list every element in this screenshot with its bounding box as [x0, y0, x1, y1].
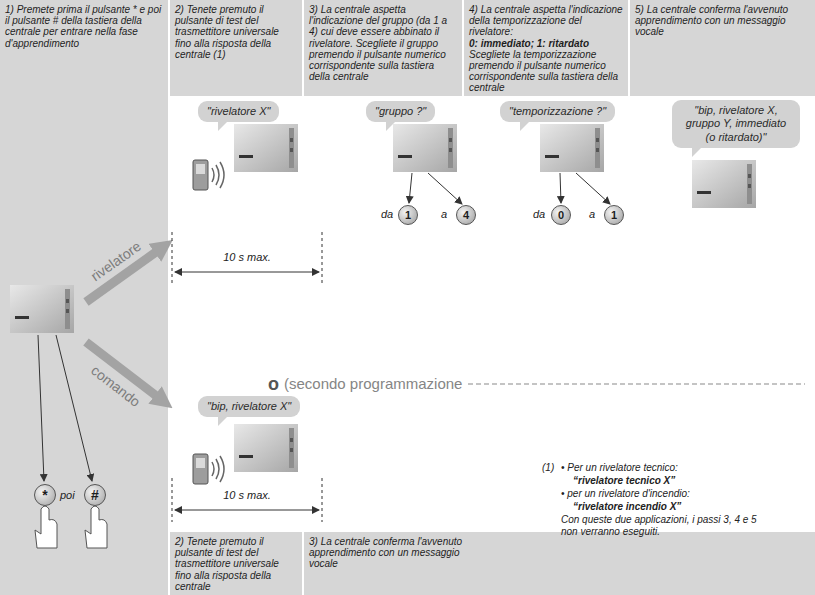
pointer-arrow — [576, 173, 610, 204]
time-limit: 10 s max. — [223, 489, 271, 501]
speech-bubble: "temporizzazione ?" — [500, 101, 615, 122]
step-text: 0: immediato; 1: ritardato — [469, 38, 623, 49]
voice-message: "temporizzazione ?" — [509, 105, 606, 118]
footnote-number: (1) — [542, 462, 554, 474]
keypad-key: * — [34, 484, 56, 506]
range-word: da — [381, 208, 393, 220]
step-text: 2) Tenete premuto il pulsante di test de… — [175, 4, 297, 60]
hand-icon — [85, 506, 107, 548]
branch-label: comando — [88, 362, 143, 410]
footnote-text: • Per un rivelatore tecnico: — [561, 462, 678, 474]
digit-label: 0 — [552, 206, 570, 224]
option-note: (secondo programmazione — [284, 375, 462, 392]
pointer-arrow — [38, 335, 44, 481]
digit-key: 4 — [456, 205, 476, 225]
pointer-arrow — [560, 173, 561, 203]
step-panel: 5) La centrale conferma l'avvenuto appre… — [630, 0, 815, 96]
range-word: a — [441, 208, 447, 220]
step-text: 3) La centrale aspetta l'indicazione del… — [309, 4, 457, 82]
time-arrow — [175, 272, 319, 273]
digit-key: 1 — [604, 205, 624, 225]
step-panel: 2) Tenete premuto il pulsante di test de… — [170, 0, 302, 96]
step-text: 4) La centrale aspetta l'indicazione del… — [469, 4, 623, 38]
time-arrow — [175, 510, 319, 511]
speech-bubble: "bip, rivelatore X" — [198, 396, 300, 417]
step-panel: 3) La centrale aspetta l'indicazione del… — [304, 0, 462, 96]
step-panel: 4) La centrale aspetta l'indicazione del… — [464, 0, 628, 96]
digit-key: 0 — [551, 205, 571, 225]
step-panel: 2) Tenete premuto il pulsante di test de… — [170, 532, 302, 595]
pointer-arrow — [428, 173, 462, 204]
step-text: 1) Premete prima il pulsante * e poi il … — [5, 4, 163, 49]
sequence-word: poi — [60, 489, 75, 501]
branch-label: rivelatore — [88, 238, 144, 284]
step-panel: 1) Premete prima il pulsante * e poi il … — [0, 0, 168, 96]
step-text: 3) La centrale conferma l'avvenuto appre… — [309, 536, 481, 570]
control-unit — [393, 124, 457, 172]
step-text: 5) La centrale conferma l'avvenuto appre… — [635, 4, 810, 38]
control-unit — [540, 124, 604, 172]
footnote-text: • per un rivelatore d'incendio: — [561, 488, 690, 500]
digit-label: 4 — [457, 206, 475, 224]
control-unit — [10, 285, 74, 333]
range-word: a — [589, 208, 595, 220]
voice-message: "bip, rivelatore X" — [207, 400, 291, 413]
digit-label: 1 — [605, 206, 623, 224]
footnote-text: “rivelatore tecnico X” — [573, 475, 675, 486]
key-symbol: # — [85, 485, 105, 505]
divider-line — [468, 383, 805, 384]
hand-icon — [35, 506, 57, 548]
digit-label: 1 — [399, 206, 417, 224]
pointer-arrow — [409, 173, 412, 203]
transmitter-icon — [193, 160, 224, 190]
time-bracket — [172, 232, 173, 285]
step-text: 2) Tenete premuto il pulsante di test de… — [175, 536, 297, 592]
option-letter: o — [268, 374, 279, 395]
digit-key: 1 — [398, 205, 418, 225]
transmitter-icon — [193, 454, 224, 484]
speech-bubble: "rivelatore X" — [198, 101, 279, 122]
speech-bubble: "bip, rivelatore X, gruppo Y, immediato … — [672, 100, 800, 148]
keypad-key: # — [84, 484, 106, 506]
control-unit — [234, 124, 298, 172]
footnote-text: Con queste due applicazioni, i passi 3, … — [561, 514, 776, 538]
step-text: Scegliete la temporizzazione premendo il… — [469, 49, 623, 94]
time-bracket — [172, 478, 173, 522]
voice-message: "gruppo ?" — [375, 105, 426, 118]
pointer-arrow — [56, 335, 92, 481]
time-limit: 10 s max. — [223, 251, 271, 263]
footnote-text: “rivelatore incendio X” — [573, 501, 681, 512]
left-panel — [0, 0, 168, 595]
voice-message: "rivelatore X" — [207, 105, 270, 118]
control-unit — [692, 160, 756, 208]
voice-message: "bip, rivelatore X, gruppo Y, immediato … — [681, 104, 791, 144]
time-bracket — [322, 478, 323, 522]
key-symbol: * — [35, 485, 55, 505]
range-word: da — [533, 208, 545, 220]
speech-bubble: "gruppo ?" — [366, 101, 435, 122]
time-bracket — [322, 232, 323, 285]
control-unit — [234, 424, 298, 472]
step-panel: 3) La centrale conferma l'avvenuto appre… — [304, 532, 815, 595]
